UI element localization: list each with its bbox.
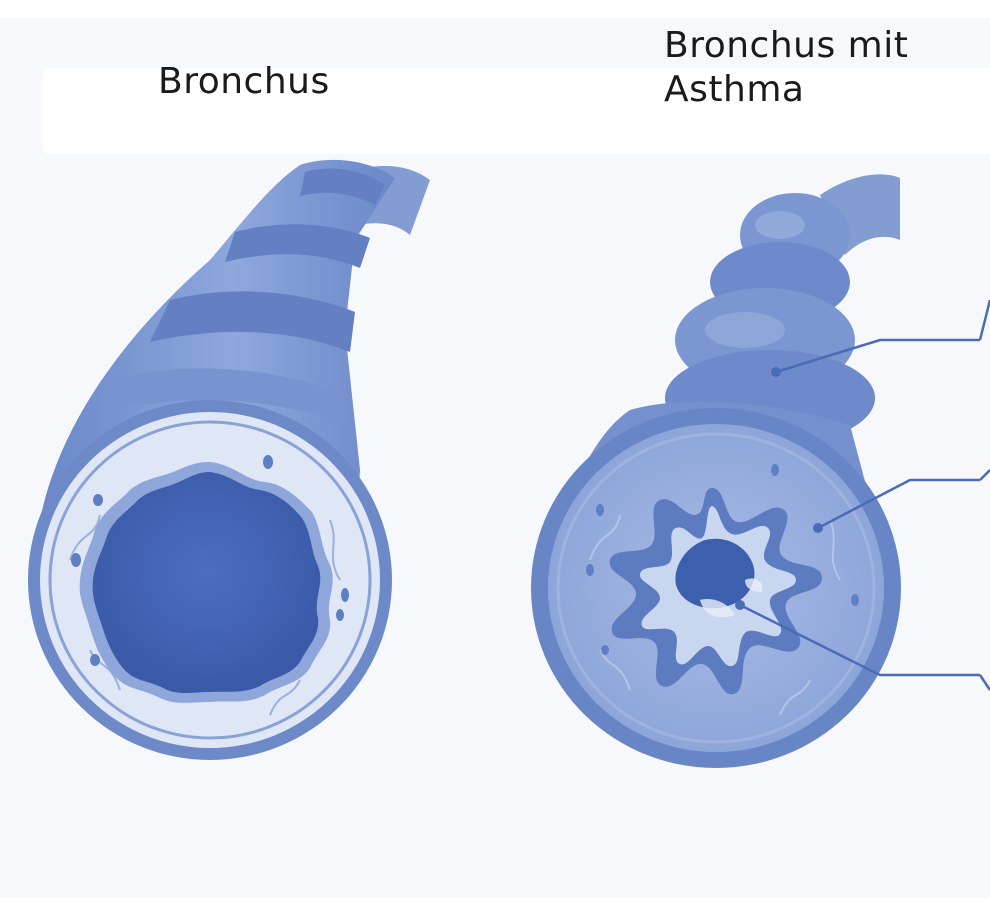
normal-bronchus-illustration [28, 160, 430, 760]
asthma-bronchus-illustration [531, 174, 990, 768]
